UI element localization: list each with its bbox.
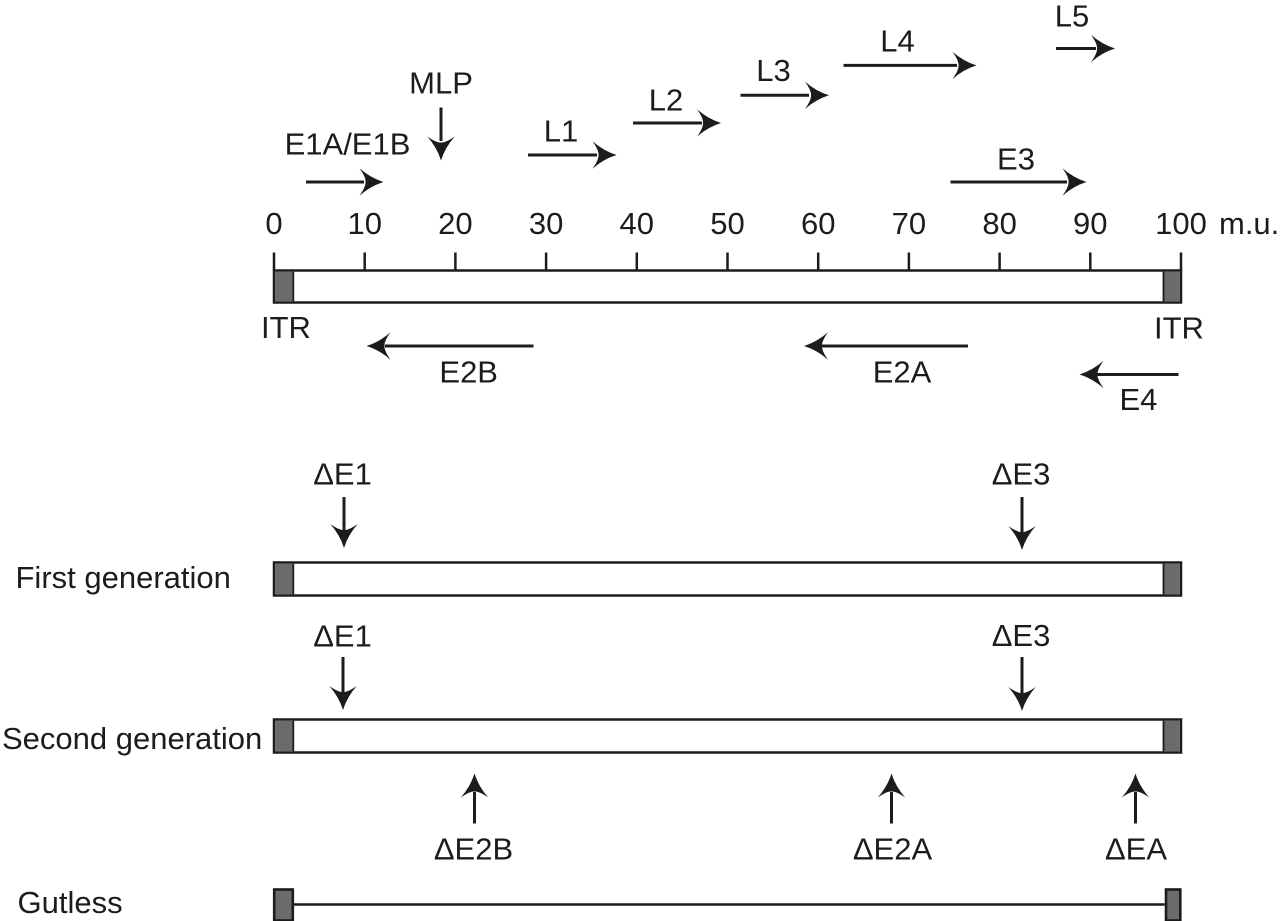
svg-text:90: 90 (1073, 206, 1107, 241)
svg-text:L2: L2 (649, 83, 683, 118)
svg-text:L5: L5 (1055, 0, 1089, 34)
svg-text:100: 100 (1155, 206, 1207, 241)
svg-text:E3: E3 (997, 142, 1035, 177)
svg-text:First generation: First generation (16, 560, 231, 595)
svg-text:ΔE3: ΔE3 (992, 457, 1051, 492)
svg-text:20: 20 (438, 206, 472, 241)
svg-text:m.u.: m.u. (1219, 206, 1279, 241)
svg-text:40: 40 (620, 206, 654, 241)
svg-text:E2A: E2A (873, 355, 932, 390)
svg-text:70: 70 (892, 206, 926, 241)
svg-text:Gutless: Gutless (18, 885, 123, 920)
svg-text:ΔE1: ΔE1 (313, 619, 372, 654)
svg-text:E2B: E2B (439, 355, 498, 390)
svg-text:60: 60 (801, 206, 835, 241)
svg-text:ITR: ITR (261, 310, 311, 345)
svg-text:ΔE2A: ΔE2A (853, 832, 933, 867)
svg-text:0: 0 (265, 206, 282, 241)
svg-text:L3: L3 (756, 53, 790, 88)
svg-text:80: 80 (982, 206, 1016, 241)
svg-text:30: 30 (529, 206, 563, 241)
svg-text:10: 10 (347, 206, 381, 241)
svg-text:E4: E4 (1119, 382, 1157, 417)
svg-text:E1A/E1B: E1A/E1B (285, 127, 411, 162)
svg-text:ΔE2B: ΔE2B (434, 832, 513, 867)
svg-text:ITR: ITR (1154, 311, 1204, 346)
svg-text:50: 50 (710, 206, 744, 241)
svg-text:MLP: MLP (409, 66, 473, 101)
svg-text:ΔEA: ΔEA (1105, 832, 1167, 867)
svg-text:ΔE1: ΔE1 (313, 457, 372, 492)
svg-text:Second generation: Second generation (2, 721, 262, 756)
svg-text:L1: L1 (544, 114, 578, 149)
svg-text:L4: L4 (880, 24, 914, 59)
svg-text:ΔE3: ΔE3 (992, 618, 1051, 653)
